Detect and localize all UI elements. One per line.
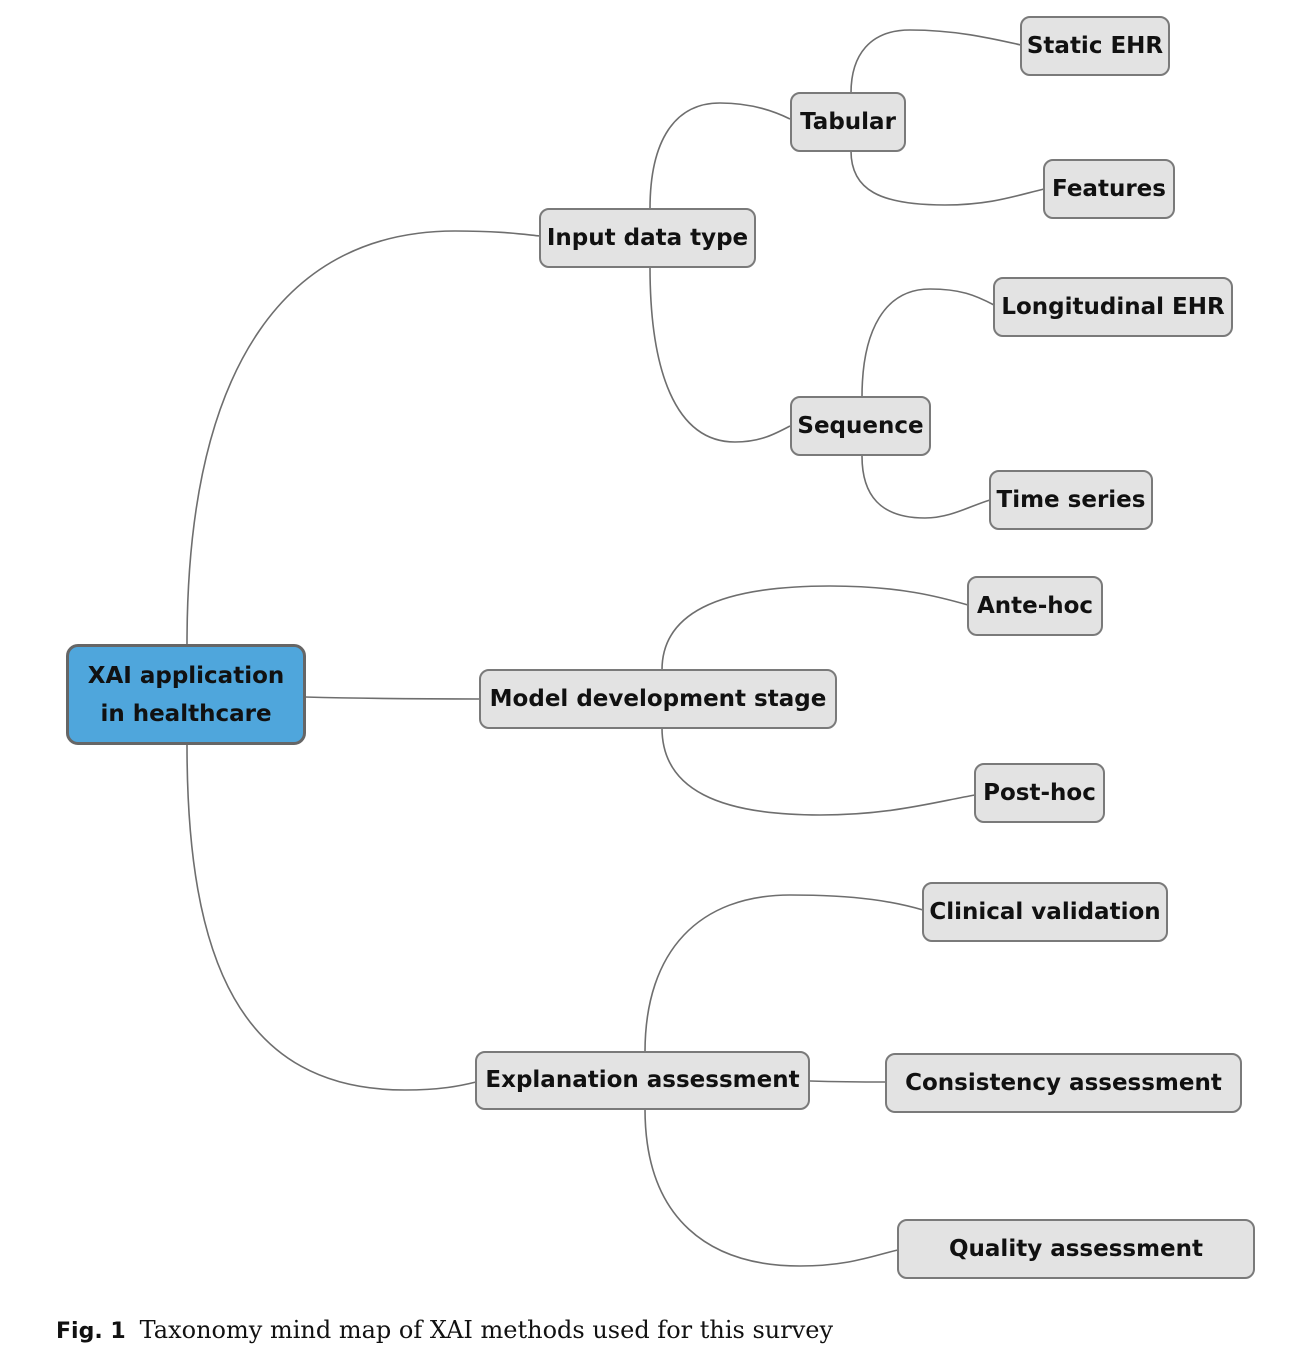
node-features: Features [1043,159,1175,219]
figure-caption: Fig. 1 Taxonomy mind map of XAI methods u… [56,1316,1256,1344]
node-tabular: Tabular [790,92,906,152]
figure-caption-label: Fig. 1 [56,1319,126,1344]
figure-caption-text: Taxonomy mind map of XAI methods used fo… [139,1316,834,1344]
root-node-line2: in healthcare [100,700,272,727]
connector-root-model-development-stage [304,696,481,700]
node-longitudinal-ehr: Longitudinal EHR [993,277,1233,337]
root-node-line1: XAI application [87,662,285,689]
node-ante-hoc: Ante-hoc [967,576,1103,636]
connector-explanation-clinical-validation [644,894,924,1053]
node-clinical-validation: Clinical validation [922,882,1168,942]
connector-model-post-hoc [661,727,976,816]
connector-tabular-static-ehr [850,29,1022,94]
connector-explanation-consistency-assessment [809,1080,887,1083]
node-consistency-assessment: Consistency assessment [885,1053,1242,1113]
connector-input-sequence [649,266,791,443]
node-input-data-type: Input data type [539,208,756,268]
root-node: XAI application in healthcare [66,644,306,745]
node-time-series: Time series [989,470,1153,530]
connector-sequence-time-series [861,455,991,519]
connector-tabular-features [850,150,1045,206]
connector-explanation-quality-assessment [644,1108,899,1267]
connector-root-input-data-type [186,230,541,645]
connector-input-tabular [649,102,791,210]
node-post-hoc: Post-hoc [974,763,1105,823]
connector-model-ante-hoc [661,585,969,671]
connector-sequence-longitudinal-ehr [861,288,995,398]
node-sequence: Sequence [790,396,931,456]
node-static-ehr: Static EHR [1020,16,1170,76]
node-model-development-stage: Model development stage [479,669,837,729]
node-explanation-assessment: Explanation assessment [475,1051,810,1110]
connector-root-explanation-assessment [186,744,477,1091]
node-quality-assessment: Quality assessment [897,1219,1255,1279]
